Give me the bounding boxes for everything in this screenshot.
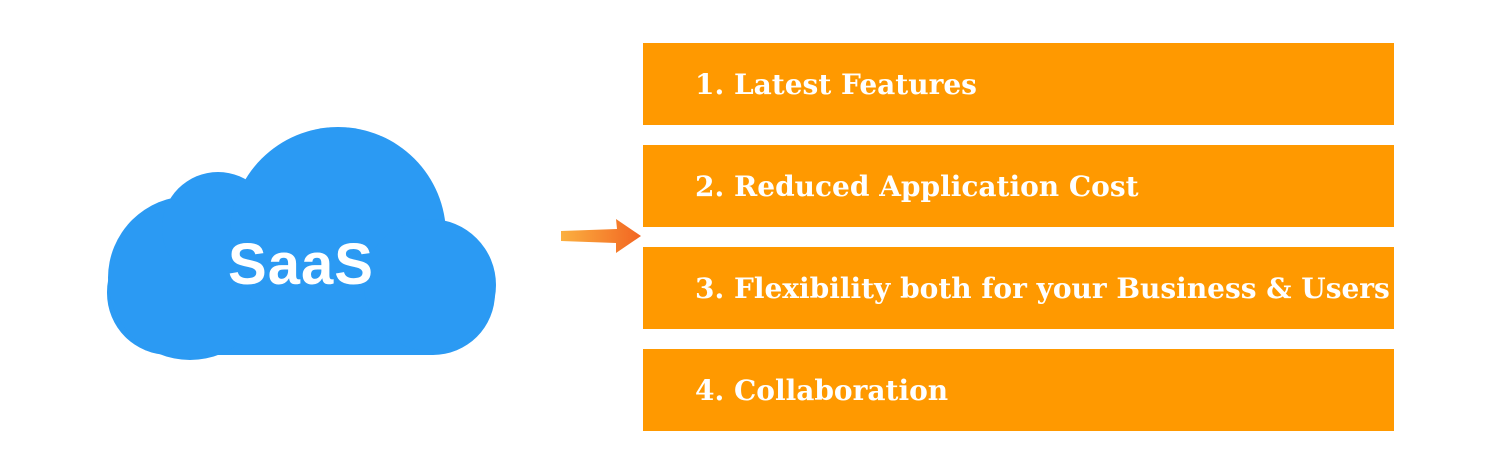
benefit-label: 2. Reduced Application Cost (695, 169, 1139, 203)
benefit-item-1: 1. Latest Features (643, 43, 1394, 125)
benefits-list: 1. Latest Features 2. Reduced Applicatio… (643, 43, 1394, 451)
benefit-item-2: 2. Reduced Application Cost (643, 145, 1394, 227)
cloud-icon (107, 127, 496, 360)
saas-cloud: SaaS (100, 110, 500, 360)
benefit-label: 1. Latest Features (695, 67, 977, 101)
benefit-label: 4. Collaboration (695, 373, 949, 407)
benefit-label: 3. Flexibility both for your Business & … (695, 271, 1390, 305)
cloud-label: SaaS (228, 232, 374, 297)
benefit-item-4: 4. Collaboration (643, 349, 1394, 431)
arrow-right-icon (559, 218, 643, 256)
benefit-item-3: 3. Flexibility both for your Business & … (643, 247, 1394, 329)
